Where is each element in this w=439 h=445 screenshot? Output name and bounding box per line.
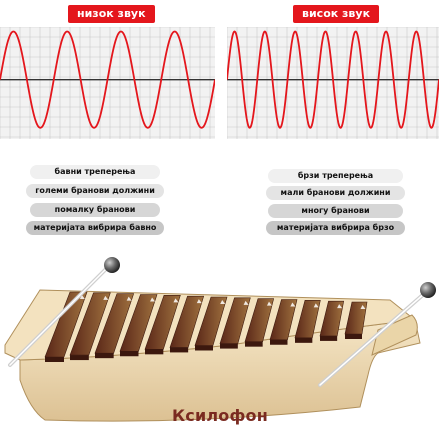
xylophone-caption: Ксилофон <box>171 406 268 425</box>
right-mallet-head <box>420 282 436 298</box>
xylophone-bar[interactable] <box>244 298 275 342</box>
xylophone-bar-highlight <box>103 295 109 300</box>
high-sound-label: висок звук <box>293 5 380 23</box>
xylophone-bar-front <box>195 345 213 351</box>
xylophone-bar[interactable] <box>169 295 205 348</box>
xylophone-bar-front <box>270 339 288 345</box>
left-mallet[interactable] <box>8 257 120 367</box>
xylophone-bar[interactable] <box>69 292 111 356</box>
xylophone-bar-highlight <box>173 298 179 303</box>
xylophone-bar-highlight <box>290 302 296 307</box>
xylophone-bar-front <box>320 335 338 341</box>
xylophone-bar-highlight <box>313 303 319 308</box>
high-desc-3: многу бранови <box>268 204 403 218</box>
left-mallet-head <box>104 257 120 273</box>
high-sound-wave-graph <box>227 27 439 139</box>
low-sound-label: низок звук <box>68 5 155 23</box>
xylophone-bar-highlight <box>79 295 85 299</box>
xylophone-bar[interactable] <box>319 300 345 337</box>
xylophone-bar-highlight <box>360 305 366 309</box>
right-mallet[interactable] <box>318 282 436 387</box>
xylophone-bar-front <box>220 343 238 349</box>
low-desc-1: бавни треперења <box>30 165 160 179</box>
xylophone-bar-front <box>145 349 164 355</box>
low-sound-wave-sine-curve <box>0 30 215 129</box>
xylophone-bar-front <box>95 353 114 359</box>
xylophone-bar-front <box>45 357 64 362</box>
xylophone-bar-front <box>170 347 189 353</box>
xylophone-bar[interactable] <box>144 295 181 350</box>
xylophone-bar-highlight <box>196 299 202 304</box>
xylophone-bar-highlight <box>337 304 343 309</box>
high-desc-2: мали бранови должини <box>266 186 405 200</box>
high-desc-1: брзи треперења <box>268 169 403 183</box>
low-sound-wave-graph <box>0 27 215 139</box>
xylophone-bar-highlight <box>266 301 272 306</box>
low-desc-2: големи бранови должини <box>26 184 164 198</box>
high-desc-4: материјата вибрира брзо <box>266 221 405 235</box>
low-desc-4: материјата вибрира бавно <box>26 221 164 235</box>
xylophone-bar-highlight <box>150 297 156 302</box>
low-sound-panel: низок звук <box>0 0 215 140</box>
xylophone-bar-front <box>245 341 263 347</box>
xylophone-bar-highlight <box>243 300 249 305</box>
high-sound-panel: висок звук <box>225 0 439 140</box>
xylophone-bar[interactable] <box>294 300 321 339</box>
xylophone-bar-front <box>120 351 139 357</box>
xylophone-bar[interactable] <box>219 297 251 344</box>
xylophone-bar-front <box>70 355 89 361</box>
low-desc-3: помалку бранови <box>30 203 160 217</box>
xylophone-bar-highlight <box>126 296 132 301</box>
xylophone-bar-front <box>345 334 362 339</box>
xylophone-base-right-end <box>371 314 418 356</box>
xylophone-bar-highlight <box>220 300 226 304</box>
high-sound-wave-sine-curve <box>227 30 439 129</box>
xylophone-illustration <box>4 257 436 422</box>
xylophone-bar-front <box>295 337 313 343</box>
xylophone-bar[interactable] <box>94 293 135 354</box>
xylophone-bars <box>44 291 368 362</box>
